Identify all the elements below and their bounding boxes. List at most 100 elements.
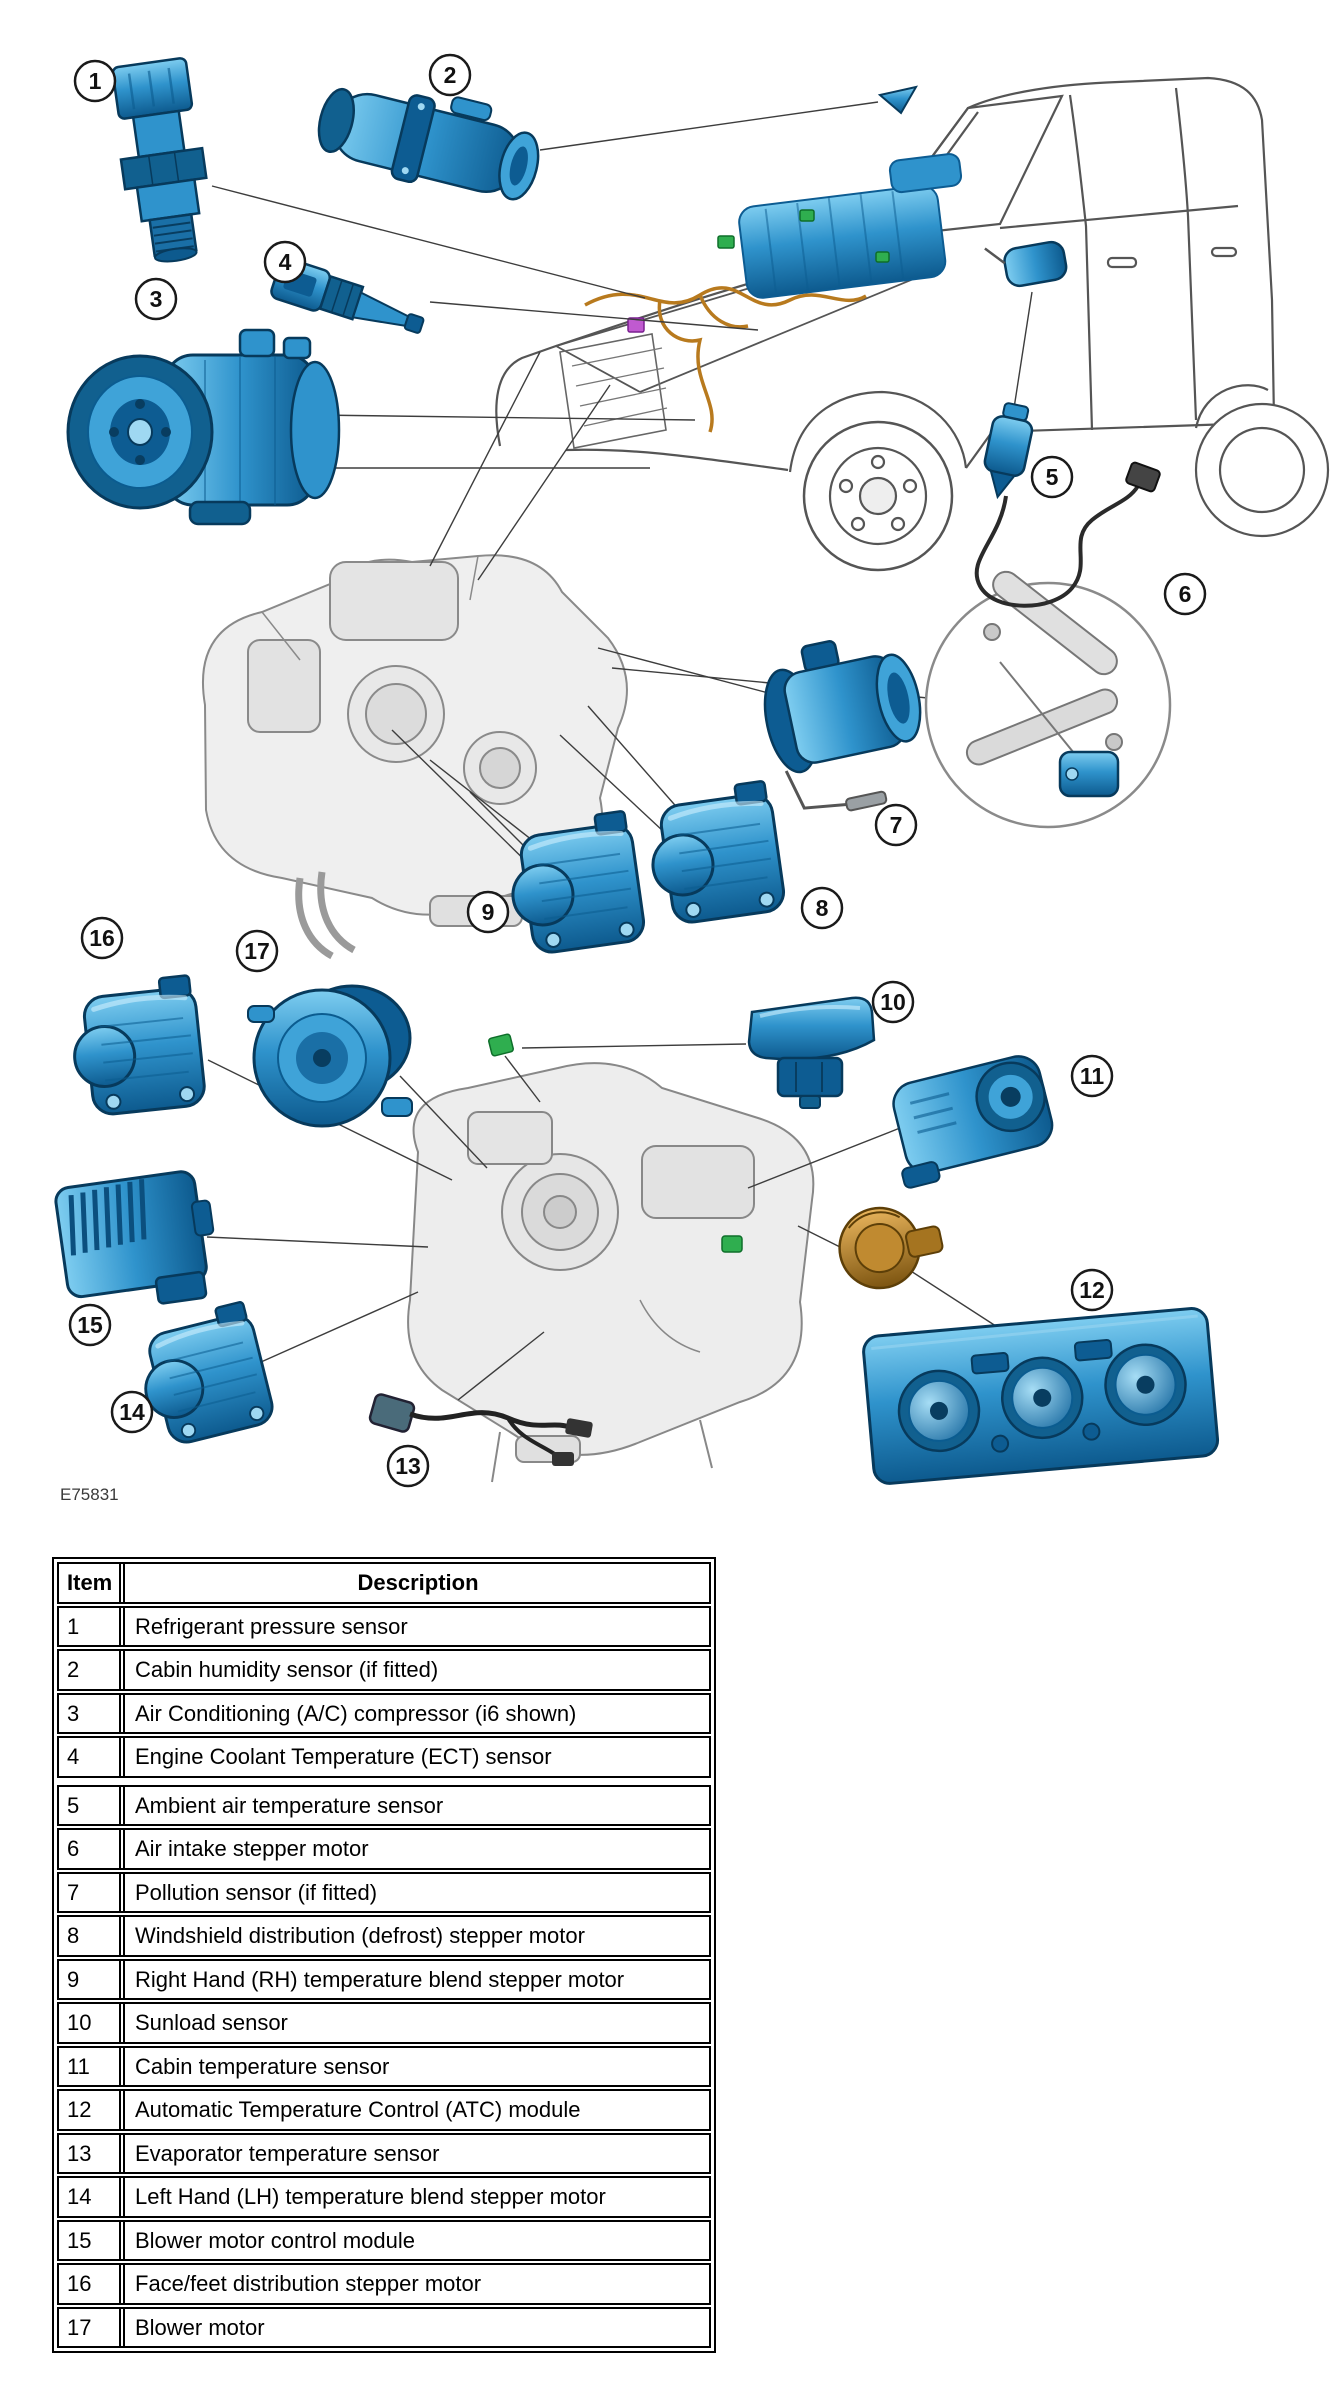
item-description: Evaporator temperature sensor <box>123 2134 709 2172</box>
item-description: Refrigerant pressure sensor <box>123 1607 709 1645</box>
atc-knob <box>897 1369 981 1453</box>
svg-text:9: 9 <box>482 899 495 925</box>
svg-text:1: 1 <box>89 68 102 94</box>
item-number: 2 <box>59 1651 121 1689</box>
item-number: 8 <box>59 1917 121 1955</box>
svg-text:3: 3 <box>150 286 163 312</box>
hvac-assembly-lower <box>407 1033 815 1483</box>
table-row-12: 12 Automatic Temperature Control (ATC) m… <box>57 2089 711 2131</box>
svg-text:13: 13 <box>395 1453 421 1479</box>
item-description: Left Hand (LH) temperature blend stepper… <box>123 2178 709 2216</box>
component-16-face-feet-distribution-stepper-motor <box>67 975 206 1117</box>
svg-text:16: 16 <box>89 925 115 951</box>
item-description: Automatic Temperature Control (ATC) modu… <box>123 2091 709 2129</box>
item-description: Sunload sensor <box>123 2004 709 2042</box>
blower-resistor-component <box>838 1206 944 1290</box>
callout-2: 2 <box>428 53 472 97</box>
item-description: Engine Coolant Temperature (ECT) sensor <box>123 1738 709 1776</box>
item-description: Cabin humidity sensor (if fitted) <box>123 1651 709 1689</box>
callout-6: 6 <box>1163 572 1207 616</box>
callout-3: 3 <box>134 277 178 321</box>
table-row-6: 6 Air intake stepper motor <box>57 1828 711 1870</box>
hvac-assembly-main <box>201 554 628 960</box>
climate-control-component-diagram: 1 2 3 4 5 6 7 8 9 10 11 12 13 14 15 16 1… <box>54 53 1330 1504</box>
callout-12: 12 <box>1070 1268 1114 1312</box>
component-13-evaporator-temperature-sensor <box>368 1393 593 1466</box>
item-number: 1 <box>59 1607 121 1645</box>
table-row-17: 17 Blower motor <box>57 2306 711 2348</box>
front-wheel <box>802 420 954 572</box>
table-row-16: 16 Face/feet distribution stepper motor <box>57 2263 711 2305</box>
item-description: Air intake stepper motor <box>123 1830 709 1868</box>
callout-10: 10 <box>871 980 915 1024</box>
callout-13: 13 <box>386 1444 430 1488</box>
component-7-pollution-sensor <box>763 640 922 812</box>
callout-7: 7 <box>874 803 918 847</box>
item-number: 6 <box>59 1830 121 1868</box>
item-number: 14 <box>59 2178 121 2216</box>
callout-17: 17 <box>235 929 279 973</box>
svg-text:2: 2 <box>444 62 457 88</box>
item-description: Windshield distribution (defrost) steppe… <box>123 1917 709 1955</box>
item-number: 9 <box>59 1960 121 1998</box>
table-row-3: 3 Air Conditioning (A/C) compressor (i6 … <box>57 1692 711 1734</box>
item-description: Pollution sensor (if fitted) <box>123 1873 709 1911</box>
callout-9: 9 <box>466 890 510 934</box>
item-description: Blower motor control module <box>123 2221 709 2259</box>
table-header-row: Item Description <box>57 1562 711 1604</box>
svg-text:8: 8 <box>816 895 829 921</box>
svg-text:17: 17 <box>244 938 270 964</box>
item-number: 15 <box>59 2221 121 2259</box>
table-row-5: 5 Ambient air temperature sensor <box>57 1784 711 1826</box>
figure-code: E75831 <box>60 1485 119 1504</box>
air-intake-stepper-motor <box>1058 750 1120 798</box>
svg-text:6: 6 <box>1179 581 1192 607</box>
component-15-blower-motor-control-module <box>54 1170 215 1305</box>
svg-text:14: 14 <box>119 1399 145 1425</box>
item-number: 11 <box>59 2047 121 2085</box>
svg-text:5: 5 <box>1046 464 1059 490</box>
item-description: Face/feet distribution stepper motor <box>123 2265 709 2303</box>
table-row-2: 2 Cabin humidity sensor (if fitted) <box>57 1649 711 1691</box>
item-number: 10 <box>59 2004 121 2042</box>
rear-wheel <box>1194 402 1330 538</box>
harness-clip-green <box>717 235 735 249</box>
col-header-description: Description <box>123 1564 709 1602</box>
callout-16: 16 <box>80 916 124 960</box>
item-number: 12 <box>59 2091 121 2129</box>
table-row-13: 13 Evaporator temperature sensor <box>57 2132 711 2174</box>
table-row-4: 4 Engine Coolant Temperature (ECT) senso… <box>57 1736 711 1778</box>
item-number: 3 <box>59 1694 121 1732</box>
table-row-7: 7 Pollution sensor (if fitted) <box>57 1871 711 1913</box>
air-intake-stepper-detail <box>924 570 1172 829</box>
engine-unit <box>738 153 963 299</box>
harness-connector-magenta <box>627 317 645 333</box>
callout-4: 4 <box>263 240 307 284</box>
door-mirror <box>984 240 1068 288</box>
component-17-blower-motor <box>247 984 413 1128</box>
item-number: 7 <box>59 1873 121 1911</box>
clip-green <box>488 1033 514 1057</box>
svg-text:12: 12 <box>1079 1277 1105 1303</box>
component-3-ac-compressor <box>66 328 341 526</box>
component-5-ambient-air-temperature-sensor <box>974 402 1161 608</box>
svg-text:10: 10 <box>880 989 906 1015</box>
clip-green <box>721 1235 743 1253</box>
table-row-8: 8 Windshield distribution (defrost) step… <box>57 1915 711 1957</box>
callout-1: 1 <box>73 59 117 103</box>
vehicle-illustration <box>495 76 1330 572</box>
item-number: 17 <box>59 2308 121 2346</box>
table-row-15: 15 Blower motor control module <box>57 2219 711 2261</box>
svg-text:15: 15 <box>77 1312 103 1338</box>
component-12-atc-module <box>862 1307 1220 1485</box>
svg-text:7: 7 <box>890 812 903 838</box>
table-row-9: 9 Right Hand (RH) temperature blend step… <box>57 1958 711 2000</box>
col-header-item: Item <box>59 1564 121 1602</box>
parts-table: Item Description 1 Refrigerant pressure … <box>52 1557 716 2353</box>
item-description: Blower motor <box>123 2308 709 2346</box>
svg-text:11: 11 <box>1080 1063 1105 1089</box>
component-11-cabin-temperature-sensor <box>892 1055 1054 1189</box>
callout-11: 11 <box>1070 1054 1114 1098</box>
atc-knob <box>1001 1356 1084 1440</box>
